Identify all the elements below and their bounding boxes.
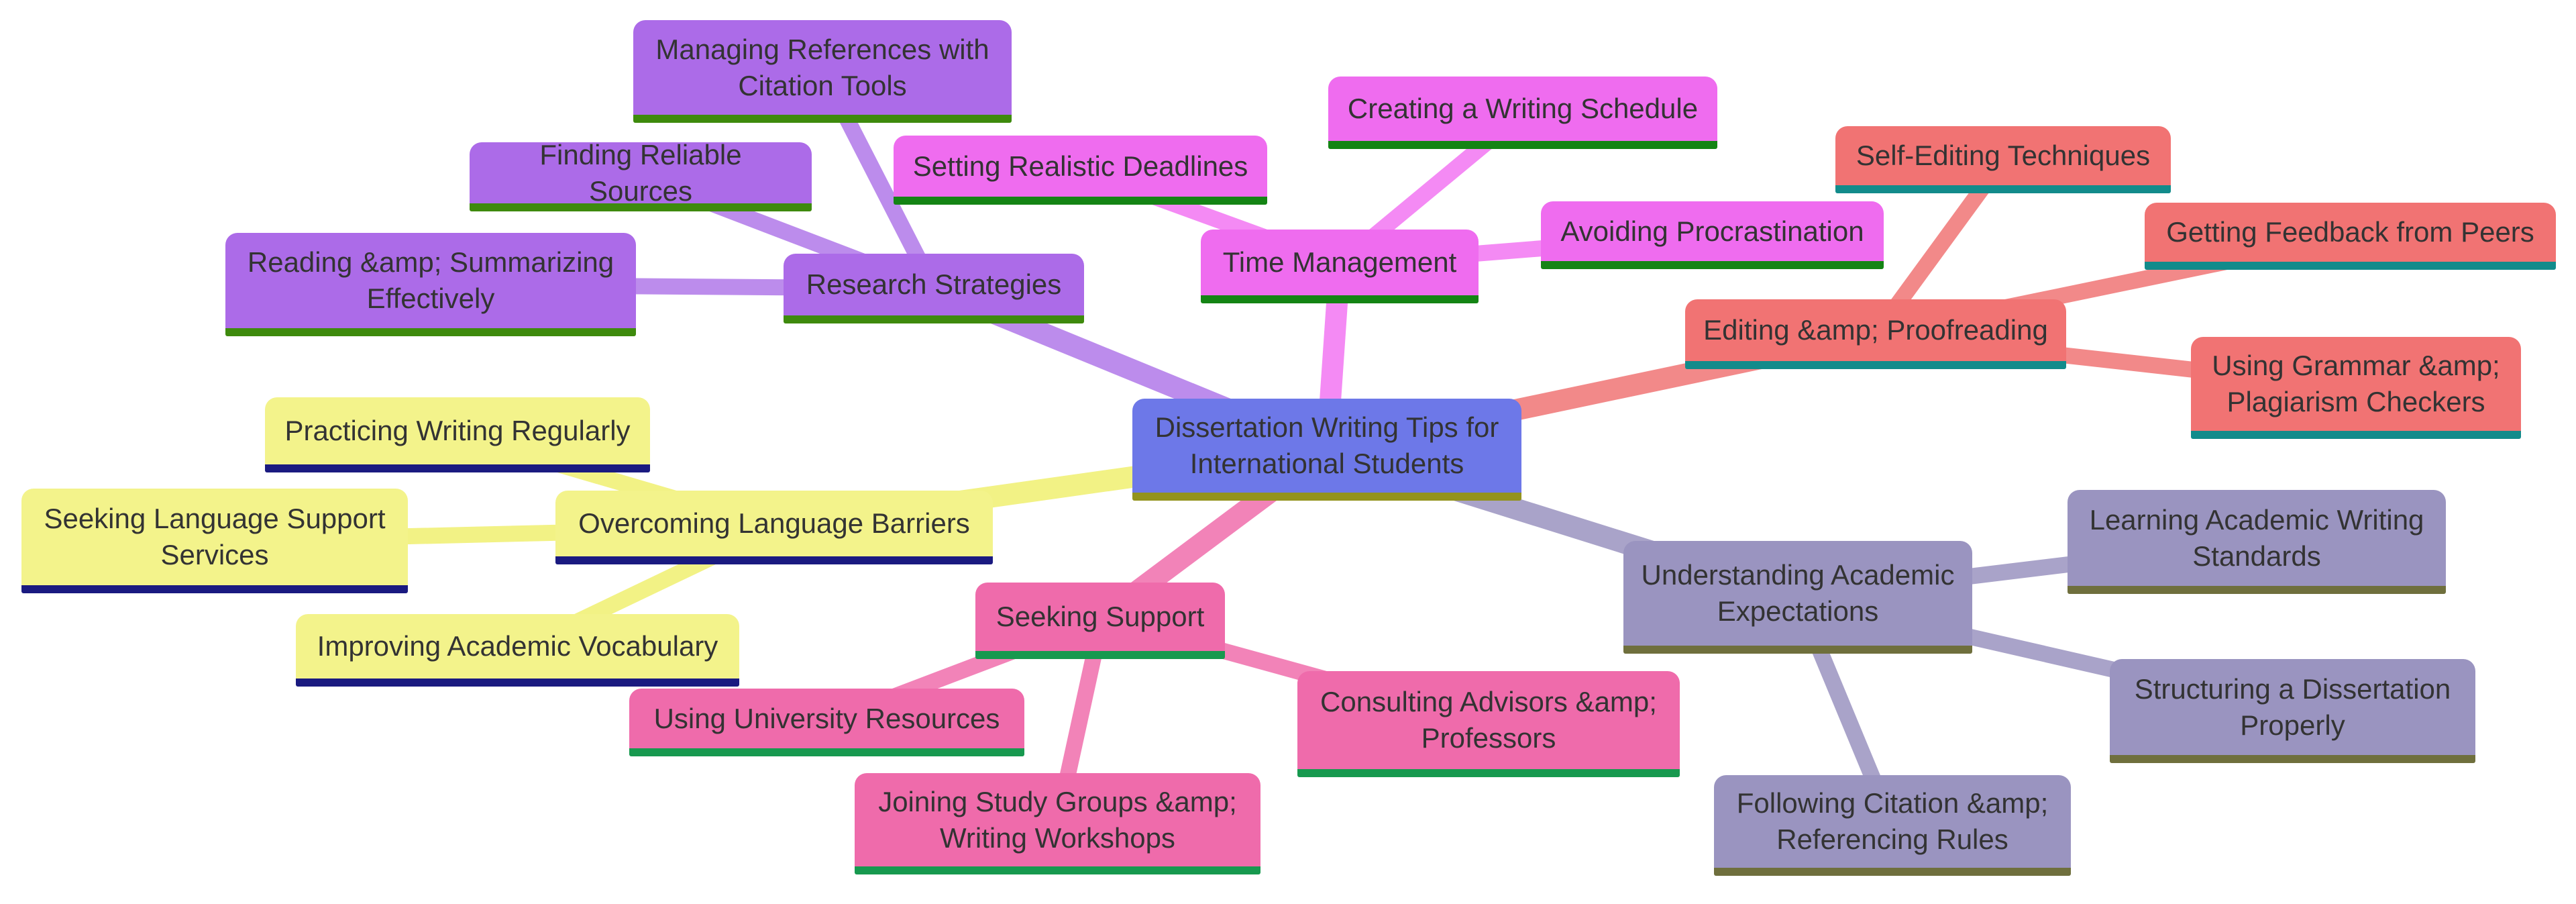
- mindmap-node-managing-references: Managing References with Citation Tools: [633, 20, 1012, 123]
- mindmap-node-setting-realistic-deadlines: Setting Realistic Deadlines: [894, 136, 1267, 205]
- node-label: Finding Reliable Sources: [539, 138, 742, 207]
- mindmap-node-overcoming-language-barriers: Overcoming Language Barriers: [555, 491, 993, 564]
- node-label: Reading &amp; Summarizing Effectively: [247, 246, 614, 314]
- mindmap-node-joining-study-groups: Joining Study Groups &amp; Writing Works…: [855, 773, 1260, 874]
- node-label: Improving Academic Vocabulary: [317, 630, 718, 662]
- node-label: Seeking Language Support Services: [44, 503, 386, 570]
- mindmap-node-creating-writing-schedule: Creating a Writing Schedule: [1328, 77, 1717, 149]
- node-label: Avoiding Procrastination: [1560, 215, 1864, 247]
- node-label: Consulting Advisors &amp; Professors: [1320, 686, 1657, 754]
- node-label: Self-Editing Techniques: [1856, 140, 2151, 172]
- node-label: Dissertation Writing Tips for Internatio…: [1155, 411, 1499, 479]
- node-label: Creating a Writing Schedule: [1347, 93, 1699, 125]
- node-label: Setting Realistic Deadlines: [912, 150, 1248, 182]
- node-label: Understanding Academic Expectations: [1641, 559, 1955, 627]
- mindmap-node-reading-summarizing: Reading &amp; Summarizing Effectively: [225, 233, 636, 336]
- node-label: Research Strategies: [806, 268, 1062, 301]
- node-label: Using Grammar &amp; Plagiarism Checkers: [2212, 350, 2500, 417]
- mindmap-node-editing-proofreading: Editing &amp; Proofreading: [1685, 299, 2066, 369]
- node-label: Following Citation &amp; Referencing Rul…: [1736, 787, 2049, 855]
- node-label: Using University Resources: [653, 702, 1000, 734]
- node-label: Structuring a Dissertation Properly: [2134, 672, 2451, 741]
- mindmap-node-following-citation-rules: Following Citation &amp; Referencing Rul…: [1714, 775, 2071, 876]
- node-label: Joining Study Groups &amp; Writing Works…: [878, 785, 1237, 854]
- mindmap-node-research-strategies: Research Strategies: [784, 254, 1084, 323]
- node-label: Seeking Support: [996, 601, 1205, 633]
- mindmap-node-learning-writing-standards: Learning Academic Writing Standards: [2068, 490, 2446, 594]
- mindmap-node-structuring-dissertation: Structuring a Dissertation Properly: [2110, 659, 2475, 763]
- mindmap-node-root: Dissertation Writing Tips for Internatio…: [1132, 399, 1521, 501]
- node-label: Getting Feedback from Peers: [2166, 216, 2534, 248]
- mindmap-node-improving-academic-vocabulary: Improving Academic Vocabulary: [296, 614, 739, 687]
- mindmap-node-grammar-plagiarism-checkers: Using Grammar &amp; Plagiarism Checkers: [2191, 337, 2521, 439]
- node-label: Overcoming Language Barriers: [578, 507, 970, 540]
- node-label: Learning Academic Writing Standards: [2089, 503, 2424, 572]
- mindmap-node-practicing-writing-regularly: Practicing Writing Regularly: [265, 397, 650, 472]
- node-label: Practicing Writing Regularly: [284, 415, 631, 447]
- mindmap-node-avoiding-procrastination: Avoiding Procrastination: [1541, 201, 1884, 269]
- mindmap-node-getting-feedback-peers: Getting Feedback from Peers: [2145, 203, 2556, 270]
- mindmap-node-using-university-resources: Using University Resources: [629, 689, 1024, 756]
- mindmap-node-understanding-academic-expectations: Understanding Academic Expectations: [1623, 541, 1972, 654]
- node-label: Managing References with Citation Tools: [655, 33, 989, 101]
- mindmap-node-finding-reliable-sources: Finding Reliable Sources: [470, 139, 812, 211]
- mindmap-node-seeking-support: Seeking Support: [975, 583, 1225, 659]
- node-label: Editing &amp; Proofreading: [1703, 314, 2048, 346]
- mindmap-node-self-editing-techniques: Self-Editing Techniques: [1835, 126, 2171, 193]
- mindmap-node-consulting-advisors: Consulting Advisors &amp; Professors: [1297, 671, 1680, 777]
- node-label: Time Management: [1222, 246, 1457, 279]
- mindmap-node-time-management: Time Management: [1201, 230, 1479, 303]
- mindmap-node-language-support-services: Seeking Language Support Services: [21, 489, 408, 593]
